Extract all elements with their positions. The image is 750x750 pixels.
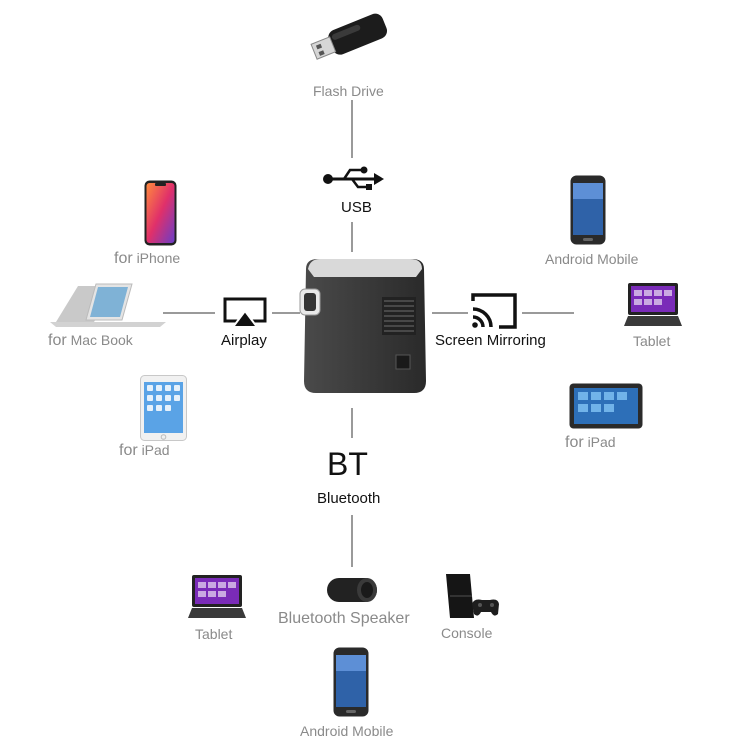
ipad-left-name-text: iPad	[141, 442, 170, 458]
tablet-right-label: Tablet	[633, 333, 671, 349]
tablet-bottom-label: Tablet	[195, 626, 233, 642]
ipad-right-icon	[569, 383, 643, 429]
projector-icon	[298, 255, 432, 395]
flash-drive-icon	[308, 10, 394, 68]
line-right-projector	[432, 312, 468, 314]
line-left-mac	[163, 312, 215, 314]
ipad-left-for-text: for	[119, 442, 138, 459]
tablet-right-icon	[622, 282, 684, 328]
ipad-left-icon	[140, 375, 187, 441]
android-mobile-right-label: Android Mobile	[545, 251, 639, 267]
line-bottom-projector	[351, 408, 353, 438]
line-top-flash	[351, 100, 353, 158]
speaker-label: Bluetooth Speaker	[278, 610, 410, 627]
screen-mirroring-label: Screen Mirroring	[435, 332, 546, 349]
bluetooth-label: Bluetooth	[317, 490, 381, 507]
macbook-for-text: for	[48, 332, 67, 349]
airplay-icon	[223, 297, 267, 329]
usb-label: USB	[341, 199, 372, 216]
usb-icon	[322, 165, 384, 191]
macbook-icon	[48, 282, 166, 328]
bt-text: BT	[327, 446, 368, 482]
ipad-right-for-text: for	[565, 434, 584, 451]
line-bottom-speaker	[351, 515, 353, 567]
speaker-icon	[325, 574, 381, 606]
console-label: Console	[441, 625, 493, 641]
android-mobile-bottom-label: Android Mobile	[300, 723, 394, 739]
line-top-usb	[351, 222, 353, 252]
cast-icon	[469, 291, 519, 331]
tablet-bottom-icon	[186, 574, 248, 620]
macbook-label: for Mac Book	[48, 332, 133, 350]
line-right-tablet	[522, 312, 574, 314]
iphone-label: for iPhone	[114, 250, 180, 268]
console-icon	[444, 570, 500, 622]
ipad-left-label: for iPad	[119, 442, 170, 460]
line-left-projector	[272, 312, 300, 314]
flash-drive-label: Flash Drive	[313, 83, 384, 99]
iphone-icon	[144, 180, 177, 246]
airplay-label: Airplay	[221, 332, 267, 349]
macbook-name-text: Mac Book	[70, 332, 133, 348]
iphone-name-text: iPhone	[136, 250, 181, 266]
android-mobile-right-icon	[570, 175, 606, 245]
iphone-for-text: for	[114, 250, 133, 267]
ipad-right-name-text: iPad	[587, 434, 616, 450]
android-mobile-bottom-icon	[333, 647, 369, 717]
ipad-right-label: for iPad	[565, 434, 616, 452]
